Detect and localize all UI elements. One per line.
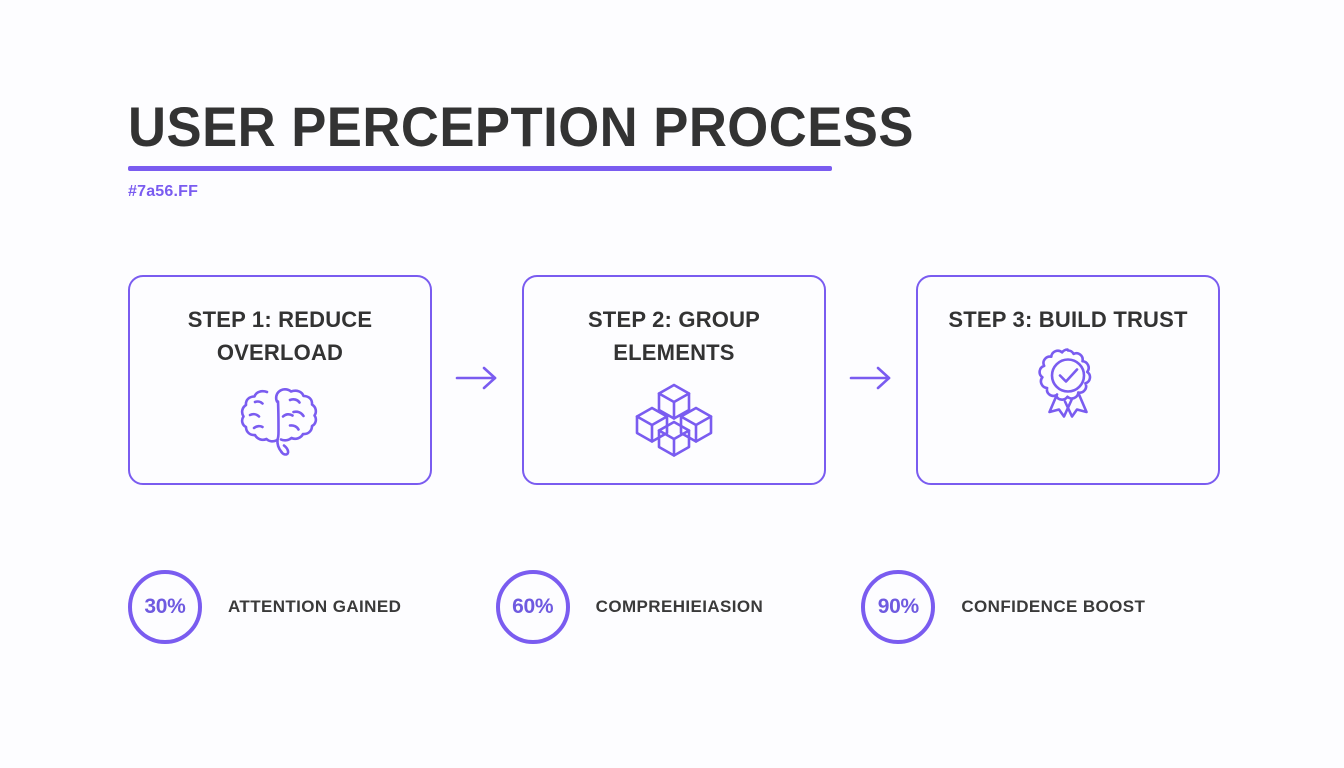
title-underline-rule bbox=[128, 166, 832, 171]
stat-item-attention: 30% ATTENTION GAINED bbox=[128, 570, 487, 644]
slide-header: USER PERCEPTION PROCESS #7a56.FF bbox=[128, 96, 1218, 201]
connector-1 bbox=[432, 275, 522, 485]
stat-label-comprehension: COMPREHIEIASION bbox=[595, 597, 764, 616]
arrow-right-icon bbox=[849, 365, 893, 396]
stat-item-comprehension: 60% COMPREHIEIASION bbox=[495, 570, 855, 644]
stat-value-confidence: 90% bbox=[877, 595, 919, 618]
step-card-1[interactable]: STEP 1: REDUCE OVERLOAD bbox=[128, 275, 432, 485]
page-subtitle: #7a56.FF bbox=[128, 183, 199, 200]
stat-circle-confidence: 90% bbox=[861, 570, 936, 644]
step-card-2[interactable]: STEP 2: GROUP ELEMENTS bbox=[522, 275, 826, 485]
step-card-1-title: STEP 1: REDUCE OVERLOAD bbox=[187, 307, 373, 365]
award-badge-icon bbox=[1025, 348, 1111, 426]
stat-circle-attention: 30% bbox=[128, 570, 202, 644]
step-card-2-title: STEP 2: GROUP ELEMENTS bbox=[587, 307, 761, 365]
stat-value-comprehension: 60% bbox=[512, 595, 554, 618]
arrow-right-icon bbox=[455, 365, 499, 396]
brain-icon bbox=[237, 381, 323, 459]
cubes-icon bbox=[631, 381, 717, 459]
step-card-3[interactable]: STEP 3: BUILD TRUST bbox=[916, 275, 1220, 485]
stat-value-attention: 30% bbox=[144, 595, 186, 618]
stat-label-attention: ATTENTION GAINED bbox=[228, 597, 402, 616]
process-steps-row: STEP 1: REDUCE OVERLOAD bbox=[128, 275, 1220, 485]
stat-item-confidence: 90% CONFIDENCE BOOST bbox=[861, 570, 1220, 644]
page-title: USER PERCEPTION PROCESS bbox=[128, 95, 914, 158]
connector-2 bbox=[826, 275, 916, 485]
stats-row: 30% ATTENTION GAINED 60% COMPREHIEIASION… bbox=[128, 570, 1220, 644]
step-card-3-title: STEP 3: BUILD TRUST bbox=[948, 307, 1188, 332]
stat-circle-comprehension: 60% bbox=[495, 570, 570, 644]
stat-label-confidence: CONFIDENCE BOOST bbox=[961, 597, 1146, 616]
